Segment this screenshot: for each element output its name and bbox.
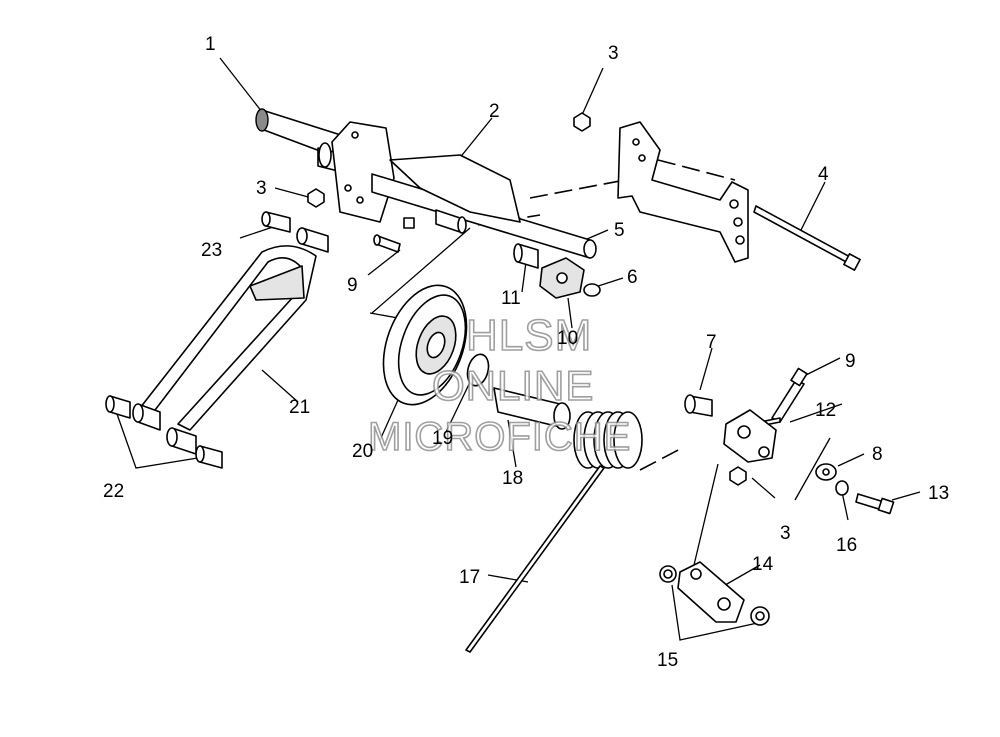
watermark-line1: HLSM [466,311,592,360]
callout-10: 10 [557,328,578,349]
bolt-13 [855,493,895,515]
callout-16: 16 [836,535,857,556]
callout-4: 4 [818,164,829,185]
long-bolt [753,205,861,271]
link-14 [677,561,745,623]
callout-2: 2 [489,101,500,122]
washer-16 [835,480,849,496]
ring-19 [466,353,490,387]
callout-3-lower: 3 [780,523,791,544]
callout-17: 17 [459,567,480,588]
callout-12: 12 [815,400,836,421]
o-ring-6 [583,283,601,297]
pin-left [373,234,401,253]
callout-14: 14 [752,554,774,575]
callout-11: 11 [501,288,521,309]
callout-23: 23 [201,240,222,261]
nut-top [573,112,591,132]
right-bracket [617,121,749,263]
callout-22: 22 [103,481,124,502]
bushings-lower [105,395,223,469]
callout-1: 1 [205,34,216,55]
grease-fitting [403,209,467,234]
bushing-7 [684,394,713,417]
nut-lower [729,466,747,486]
spacer-tube [493,387,571,430]
callout-18: 18 [502,468,523,489]
block-10 [539,257,585,299]
callout-8: 8 [872,444,883,465]
leader-lines [116,57,921,641]
left-bracket [331,121,395,223]
bushings-upper [261,211,329,253]
callout-20: 20 [352,441,373,462]
cross-tube [371,154,597,259]
callout-21: 21 [289,397,310,418]
callout-15: 15 [657,650,678,671]
watermark: HLSM ONLINE MICROFICHE [367,310,631,460]
callout-labels: 1 2 3 3 3 4 5 6 7 8 9 9 10 11 12 13 14 1… [103,34,949,671]
washer-8 [815,463,837,481]
watermark-line2: ONLINE [432,362,594,409]
callout-5: 5 [614,220,625,241]
pivot-block [723,409,777,463]
callout-9-left: 9 [347,275,358,296]
bushings-15 [659,565,770,626]
callout-7: 7 [706,332,717,353]
nut-left [307,188,325,208]
torsion-spring [465,411,643,653]
callout-13: 13 [928,483,949,504]
callout-3-top: 3 [608,43,619,64]
callout-19: 19 [432,428,453,449]
idler-wheel [382,284,468,406]
callout-3-left: 3 [256,178,267,199]
callout-9-right: 9 [845,351,856,372]
callout-6: 6 [627,267,638,288]
bushing-11 [513,243,539,269]
bolt-9 [771,367,808,423]
swing-arm [139,245,317,431]
watermark-line3: MICROFICHE [368,415,631,459]
